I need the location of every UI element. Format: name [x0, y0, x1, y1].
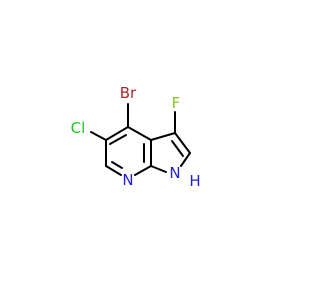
bond-c3a-c4 — [127, 126, 152, 141]
bond-c3-c2-inner — [171, 140, 184, 157]
hydrogen-label: H — [189, 172, 200, 190]
bond-c2-n1 — [180, 152, 191, 167]
bond-n1-c7a — [150, 165, 167, 173]
bromine-label: Br — [120, 84, 137, 102]
fluorine-label: F — [172, 94, 181, 112]
bond-c6-n7-inner — [111, 161, 123, 169]
pyridine-nitrogen-label: N — [122, 171, 133, 189]
pyrrole-nitrogen-label: N — [169, 164, 180, 182]
bond-c3a-c3 — [150, 132, 176, 141]
bond-c5-cl — [90, 131, 107, 141]
molecule-structure: Br Cl F N N H — [71, 84, 201, 190]
chlorine-label: Cl — [71, 119, 86, 137]
bond-n7-c7a — [134, 165, 152, 176]
bond-c4-c5 — [105, 126, 129, 141]
bonds — [90, 103, 191, 176]
bond-c6-n7 — [105, 165, 122, 176]
bond-c4-c5-inner — [109, 134, 127, 145]
bond-c3-c2 — [174, 132, 191, 154]
atom-labels: Br Cl F N N H — [71, 84, 201, 190]
